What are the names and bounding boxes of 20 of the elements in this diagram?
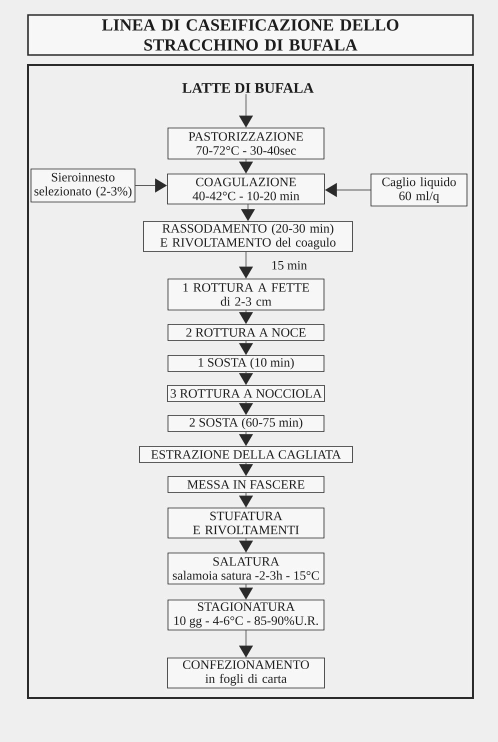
process-box: 3 ROTTURA A NOCCIOLA: [167, 385, 325, 402]
process-box: STUFATURA E RIVOLTAMENTI: [168, 508, 324, 538]
process-box: SALATURA salamoia satura -2-3h - 15°C: [168, 552, 324, 584]
process-box: PASTORIZZAZIONE 70-72°C - 30-40sec: [168, 128, 324, 160]
input-box: Caglio liquido 60 ml/q: [370, 174, 468, 206]
diagram-frame: [27, 64, 474, 699]
start-label: LATTE DI BUFALA: [182, 83, 314, 93]
process-box: COAGULAZIONE 40-42°C - 10-20 min: [167, 174, 325, 204]
process-box: STAGIONATURA 10 gg - 4-6°C - 85-90%U.R.: [168, 600, 324, 630]
process-box: 1 SOSTA (10 min): [168, 355, 324, 372]
process-box: 1 ROTTURA A FETTE di 2-3 cm: [168, 278, 324, 310]
process-box: CONFEZIONAMENTO in fogli di carta: [167, 658, 325, 688]
input-box: Sieroinnesto selezionato (2-3%): [30, 168, 136, 202]
process-box: 2 ROTTURA A NOCE: [168, 324, 324, 341]
process-box: RASSODAMENTO (20-30 min) E RIVOLTAMENTO del coagulo: [143, 221, 353, 252]
title-box: LINEA DI CASEIFICAZIONE DELLO STRACCHINO DI BUFALA: [27, 14, 474, 56]
process-box: MESSA IN FASCERE: [168, 476, 324, 493]
process-box: ESTRAZIONE DELLA CAGLIATA: [139, 446, 353, 463]
process-box: 2 SOSTA (60-75 min): [168, 415, 324, 432]
edge-label: 15 min: [272, 260, 307, 270]
